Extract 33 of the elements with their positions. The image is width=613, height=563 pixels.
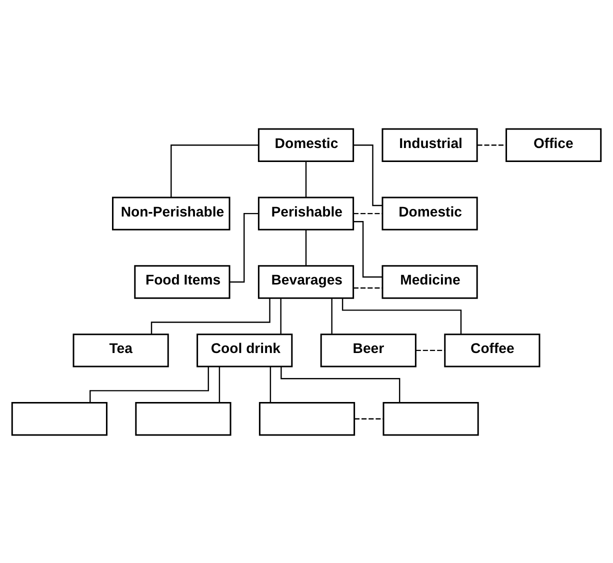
- node-box: Office: [506, 128, 602, 162]
- node-box: [11, 402, 108, 436]
- node-box: Cool drink: [196, 333, 293, 367]
- connector: [170, 144, 258, 197]
- connector: [331, 298, 332, 334]
- connector: [354, 212, 382, 214]
- node-box: [135, 402, 232, 436]
- node-box: Tea: [72, 333, 169, 367]
- node-box: Domestic: [382, 196, 478, 230]
- node-box: Medicine: [382, 264, 478, 298]
- connector: [270, 366, 272, 402]
- connector: [280, 366, 400, 402]
- node-box: Coffee: [444, 333, 540, 367]
- connector: [353, 144, 382, 206]
- node-box: Perishable: [258, 196, 354, 230]
- connector: [305, 160, 307, 196]
- connector: [305, 229, 307, 265]
- node-box: Domestic: [258, 128, 354, 162]
- connector: [218, 366, 220, 402]
- connector: [354, 286, 382, 288]
- connector: [353, 220, 382, 278]
- connector: [477, 144, 506, 146]
- connector: [342, 298, 462, 334]
- connector: [416, 349, 445, 351]
- connector: [280, 298, 282, 334]
- node-box: Industrial: [382, 128, 478, 162]
- node-box: Beer: [320, 333, 416, 367]
- node-box: Food Items: [134, 264, 230, 298]
- node-box: [258, 402, 356, 436]
- node-box: Bevarages: [258, 264, 354, 298]
- node-box: [382, 402, 479, 436]
- node-box: Non-Perishable: [112, 196, 230, 230]
- connector: [354, 418, 384, 419]
